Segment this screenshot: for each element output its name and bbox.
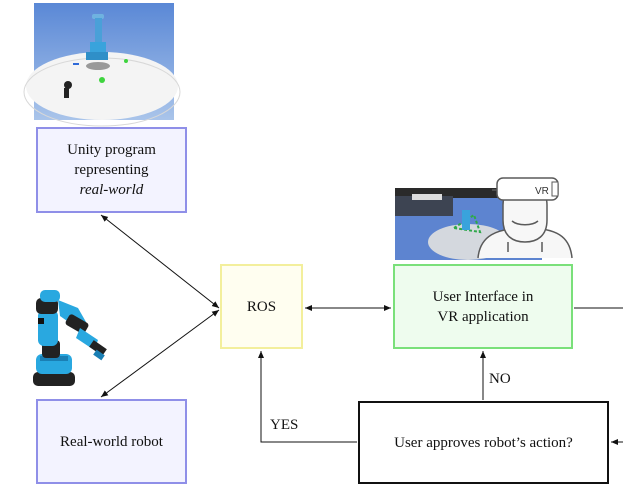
unity-program-node: Unity program representing real-world <box>36 127 187 213</box>
approve-label: User approves robot’s action? <box>394 434 573 451</box>
unity-line2: representing <box>74 162 149 178</box>
real-world-robot-node: Real-world robot <box>36 399 187 484</box>
unity-line1: Unity program <box>67 142 156 158</box>
ui-line2: VR application <box>437 308 529 325</box>
robot-label: Real-world robot <box>60 433 163 450</box>
vr-badge: VR <box>535 186 549 197</box>
yes-edge-label: YES <box>270 417 299 433</box>
edge-yes <box>258 351 357 443</box>
ros-node: ROS <box>220 264 303 349</box>
edge-robot-ros <box>100 309 220 398</box>
approval-decision-node: User approves robot’s action? <box>358 401 609 484</box>
no-edge-label: NO <box>489 371 511 387</box>
ui-line1: User Interface in <box>432 288 534 305</box>
ros-label: ROS <box>246 298 277 315</box>
edge-unity-ros <box>100 214 220 309</box>
unity-line3: real-world <box>79 182 144 198</box>
vr-ui-node: User Interface in VR application <box>393 264 573 349</box>
